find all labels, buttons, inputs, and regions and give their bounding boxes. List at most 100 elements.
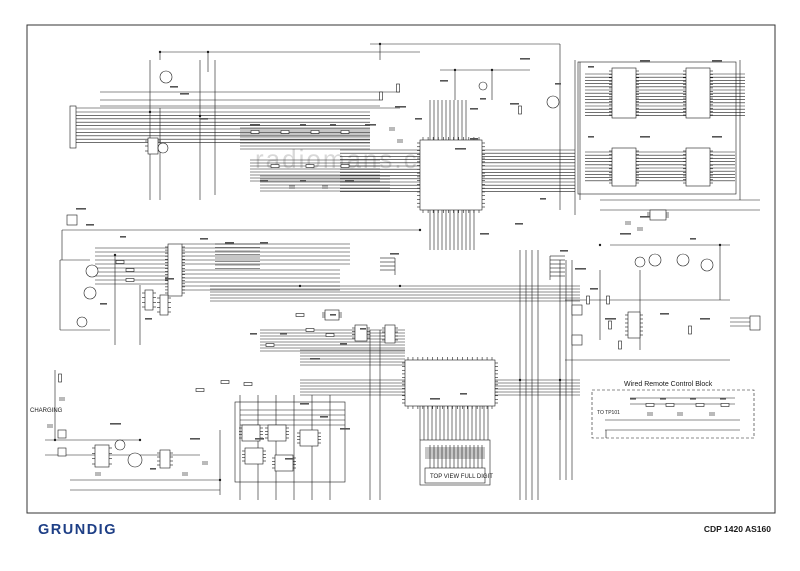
resistor	[340, 164, 350, 168]
component-label	[588, 66, 594, 68]
component-label	[250, 333, 257, 335]
component-label	[560, 250, 568, 252]
junction-dot	[206, 50, 210, 54]
resistor	[645, 403, 655, 407]
resistor	[518, 105, 522, 115]
component-label	[515, 223, 523, 225]
resistor	[280, 130, 290, 134]
ic-chip	[159, 449, 171, 469]
component-label	[285, 458, 294, 460]
junction-dot	[298, 284, 302, 288]
component-label	[630, 398, 636, 400]
component-label	[86, 224, 94, 226]
component-label	[460, 393, 467, 395]
component-label	[470, 138, 478, 140]
component-label	[588, 136, 594, 138]
transistor	[76, 316, 88, 328]
component-label	[620, 233, 631, 235]
component-label	[190, 438, 200, 440]
ic-chip	[685, 67, 711, 119]
top-view-label: TOP VIEW FULL DIGIT	[430, 474, 493, 480]
ic-chip	[94, 444, 110, 468]
component-label	[390, 253, 399, 255]
component-label	[590, 288, 598, 290]
resistor	[195, 388, 205, 392]
resistor	[115, 260, 125, 264]
ic-chip	[611, 147, 637, 187]
component-label	[225, 242, 234, 244]
switch-block-outline	[234, 401, 346, 483]
remote-block-outline	[591, 389, 755, 439]
lcd-outline	[419, 439, 491, 486]
junction-dot	[598, 243, 602, 247]
transistor	[478, 81, 488, 91]
resistor	[695, 403, 705, 407]
component-label	[310, 358, 320, 360]
resistor	[250, 130, 260, 134]
component-label	[430, 398, 440, 400]
resistor	[305, 328, 315, 332]
ic-chip	[627, 311, 641, 339]
component-label	[510, 103, 519, 105]
resistor	[618, 340, 622, 350]
memory-block-outline	[577, 61, 737, 195]
component-label	[260, 180, 268, 182]
component-label	[700, 318, 710, 320]
component-label	[395, 106, 406, 108]
resistor	[125, 278, 135, 282]
component-label	[660, 313, 669, 315]
resistor	[340, 130, 350, 134]
transistor	[159, 70, 173, 84]
component-label	[640, 216, 650, 218]
component-label	[455, 148, 466, 150]
junction-dot	[198, 114, 202, 118]
component-label	[575, 268, 586, 270]
ic-chip	[274, 454, 294, 472]
wiring	[45, 43, 760, 500]
model-number: CDP 1420 AS160	[704, 524, 771, 534]
component-label	[520, 58, 530, 60]
transistor	[700, 258, 714, 272]
junction-dot	[718, 243, 722, 247]
component-label	[330, 124, 336, 126]
component-label	[100, 303, 107, 305]
transistor	[634, 256, 646, 268]
component-label	[300, 403, 309, 405]
transistor	[546, 95, 560, 109]
transistor	[157, 142, 169, 154]
junction-dot	[490, 68, 494, 72]
component-label	[365, 124, 376, 126]
transistor	[85, 264, 99, 278]
ic-chip	[144, 289, 154, 311]
connector-small	[571, 304, 583, 316]
resistor	[305, 164, 315, 168]
component-label	[250, 124, 260, 126]
component-label	[605, 318, 616, 320]
resistor	[325, 333, 335, 337]
component-label	[200, 118, 208, 120]
ic-chip	[167, 243, 183, 297]
transistor	[127, 452, 143, 468]
ic-chip	[299, 429, 319, 447]
resistor	[310, 130, 320, 134]
junction-dot	[398, 284, 402, 288]
component-label	[555, 83, 561, 85]
component-label	[540, 198, 546, 200]
component-label	[640, 136, 650, 138]
resistor	[586, 295, 590, 305]
ic-chip	[404, 359, 496, 407]
ic-chip	[611, 67, 637, 119]
resistor	[270, 164, 280, 168]
resistor	[720, 403, 730, 407]
component-label	[345, 180, 354, 182]
transistor	[648, 253, 662, 267]
resistor	[58, 373, 62, 383]
component-label	[255, 438, 264, 440]
junction-dot	[158, 50, 162, 54]
transistor	[114, 439, 126, 451]
wired-remote-control-block-title: Wired Remote Control Block	[624, 381, 713, 388]
component-label	[720, 398, 726, 400]
component-label	[690, 398, 696, 400]
resistor	[688, 325, 692, 335]
